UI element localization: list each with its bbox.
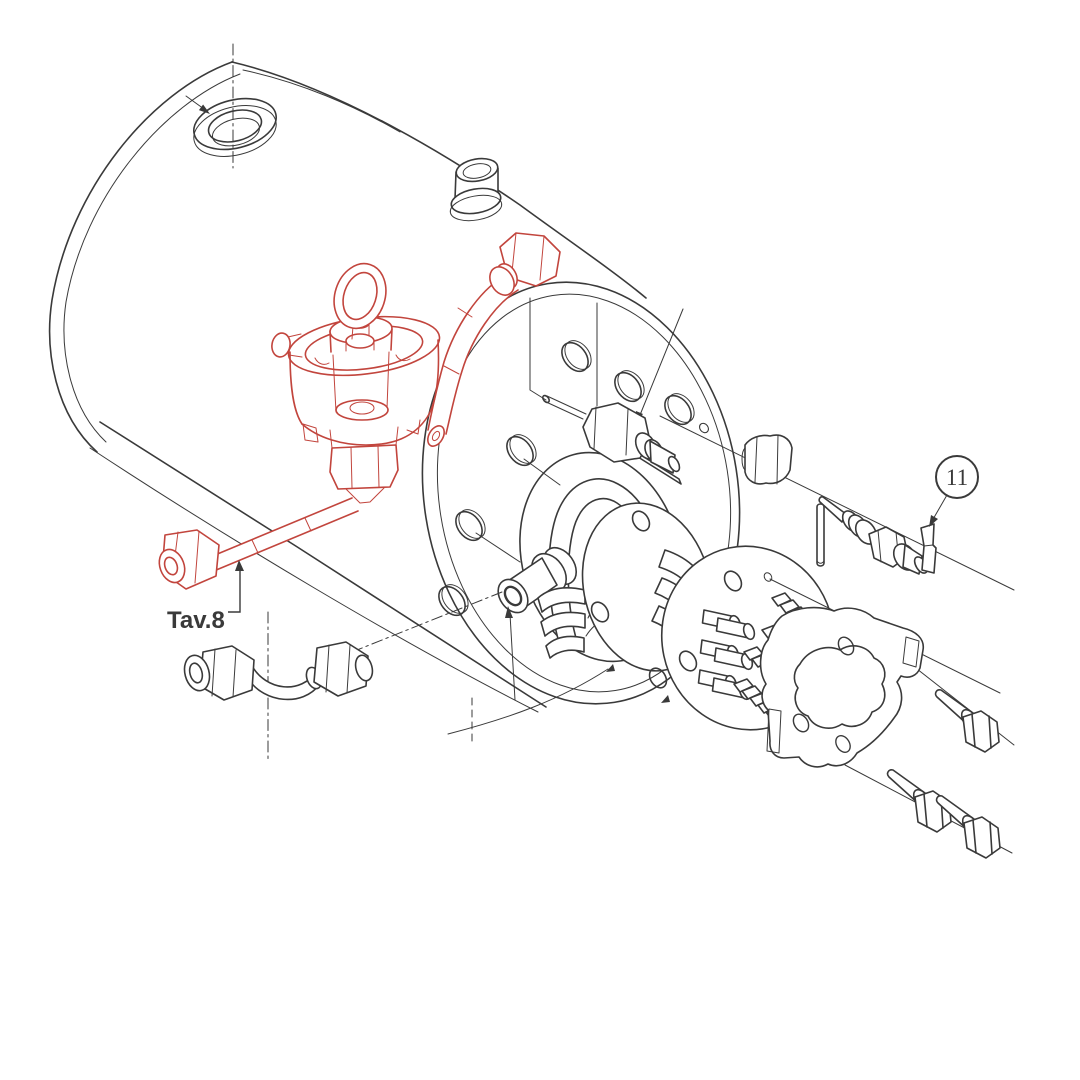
vent-fitting <box>449 157 503 222</box>
projection-lines <box>475 297 1015 591</box>
filler-arrow <box>185 95 210 114</box>
cover-plate <box>759 606 925 768</box>
disc-leaders <box>447 664 670 745</box>
temperature-sensor <box>818 496 937 575</box>
sensor-blade-terminal <box>920 523 937 574</box>
hose-assembly <box>183 591 503 763</box>
outlet-arrow <box>505 606 516 701</box>
hose-nut-right <box>305 641 374 697</box>
exploded-parts <box>183 422 1015 859</box>
heater-tubes-inner <box>537 587 586 659</box>
red-highlight-group <box>158 232 561 590</box>
outlet-port <box>497 546 578 614</box>
return-pipe-curved <box>427 275 519 447</box>
hose-nut-left <box>183 645 255 701</box>
callout-circle <box>935 455 979 499</box>
plate-reference-label: Tav.8 <box>167 607 225 634</box>
callout-arrowhead <box>929 515 938 527</box>
tav8-arrowhead <box>235 560 244 571</box>
tav8-label-group: Tav.8 <box>167 560 244 634</box>
drain-pipe <box>158 497 359 590</box>
hex-plug <box>741 434 793 485</box>
elbow-fitting <box>489 232 561 296</box>
valve-ring-pull <box>333 262 387 330</box>
hex-bolts <box>886 689 1001 859</box>
safety-valve <box>271 262 441 504</box>
axis-hole <box>699 422 709 434</box>
pipe-end-nut <box>158 529 220 590</box>
tav8-leader <box>228 566 241 613</box>
level-probe-fitting <box>541 394 682 485</box>
valve-hex-fitting <box>329 426 399 504</box>
filler-ring <box>185 43 277 169</box>
terminal-pin <box>816 503 825 567</box>
callout-11 <box>929 455 979 527</box>
callout-number: 11 <box>946 465 968 490</box>
